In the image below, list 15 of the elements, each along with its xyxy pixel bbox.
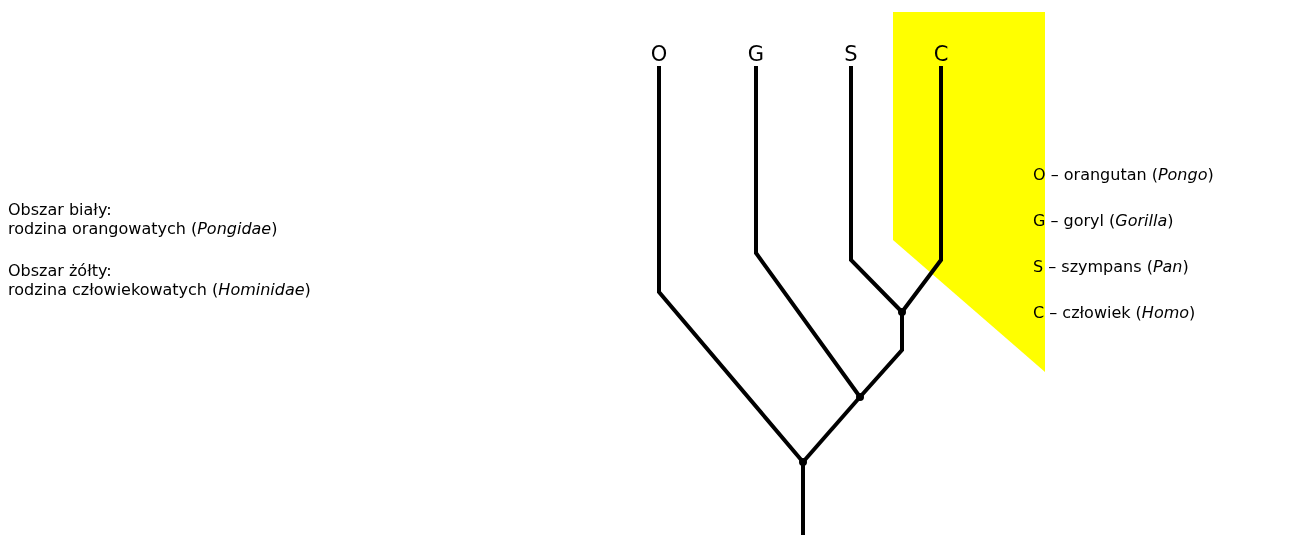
taxon-letter: C xyxy=(929,42,953,66)
branch-node xyxy=(898,308,906,316)
legend-text: Obszar biały: xyxy=(8,200,112,219)
key-text: G – goryl (Gorilla) xyxy=(1033,211,1174,230)
legend-text: rodzina orangowatych (Pongidae) xyxy=(8,219,278,238)
branch-node xyxy=(856,393,864,401)
legend-text: rodzina człowiekowatych (Hominidae) xyxy=(8,280,311,299)
taxon-letter: S xyxy=(839,42,863,66)
legend-text: Obszar żółty: xyxy=(8,261,112,280)
taxon-letter: G xyxy=(744,42,768,66)
taxon-letter: O xyxy=(647,42,671,66)
key-text: O – orangutan (Pongo) xyxy=(1033,165,1214,184)
key-text: C – człowiek (Homo) xyxy=(1033,303,1196,322)
branch-node xyxy=(799,458,807,466)
key-text: S – szympans (Pan) xyxy=(1033,257,1189,276)
